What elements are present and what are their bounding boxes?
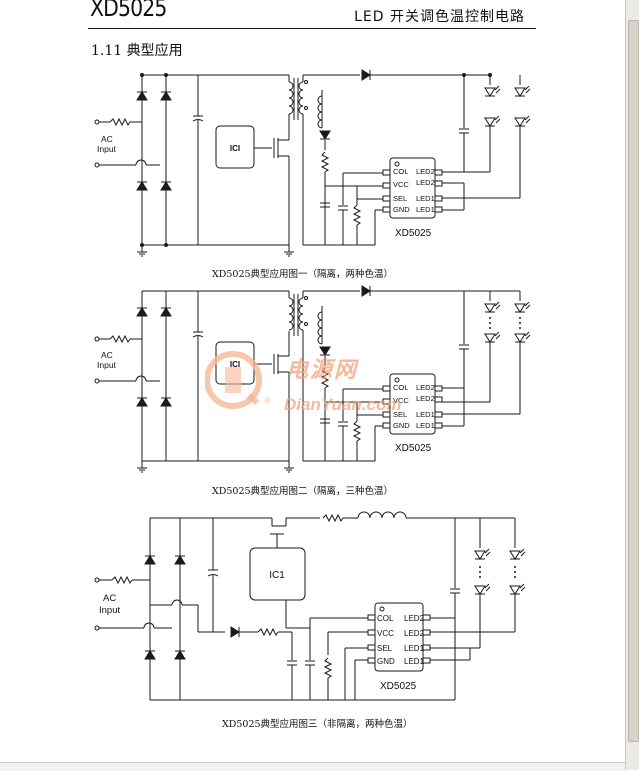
caption-fig3: XD5025典型应用图三（非隔离，两种色温） [222,719,413,730]
d1-pin-gnd: GND [393,205,410,214]
scrollbar-thumb[interactable] [628,20,639,742]
diagram-3: IC1 [94,511,526,701]
d3-pin-led2b: LED2 [404,629,425,638]
d2-input-label: Input [97,360,117,370]
d3-pin-col: COL [377,614,394,623]
bottom-toolbar-strip [0,762,625,771]
d1-input-label: Input [97,144,117,154]
doc-title: LED 开关调色温控制电路 [354,9,525,25]
watermark-brand-cn: 电源网 [286,358,359,383]
vertical-scrollbar[interactable] [625,0,639,770]
document-page: XD5025 LED 开关调色温控制电路 1.11 典型应用 [88,0,536,730]
d1-pin-led1b: LED1 [416,205,435,214]
d3-pin-sel: SEL [377,644,393,653]
circuit-diagrams: ICI [94,69,531,701]
section-title: 1.11 典型应用 [91,43,183,59]
caption-fig2: XD5025典型应用图二（隔离，三种色温） [212,486,394,497]
d1-chip-name: XD5025 [395,228,432,239]
part-number-logo: XD5025 [90,0,167,22]
ic1-label: ICI [230,144,240,153]
d3-pin-led1a: LED1 [404,644,425,653]
diagram-1: ICI [94,69,531,257]
d2-chip-name: XD5025 [395,443,432,454]
d3-chip-name: XD5025 [380,681,417,692]
d3-pin-led1b: LED1 [404,657,425,666]
d1-pin-led2a: LED2 [416,167,435,176]
d1-pin-sel: SEL [393,194,407,203]
ic1-label-3: IC1 [269,570,285,581]
d2-pin-led2a: LED2 [416,383,435,392]
d1-pin-col: COL [393,167,408,176]
d1-pin-vcc: VCC [393,180,409,189]
d3-input-label: Input [99,605,120,616]
d2-ac-label: AC [101,350,113,360]
header-rule [88,28,536,29]
d2-pin-col: COL [393,383,408,392]
d2-pin-led2b: LED2 [416,394,435,403]
d1-ac-label: AC [101,134,113,144]
d3-ac-label: AC [103,593,116,604]
d3-pin-gnd: GND [377,657,395,666]
d3-pin-led2a: LED2 [404,614,425,623]
d2-pin-vcc: VCC [393,396,409,405]
d2-pin-led1b: LED1 [416,421,435,430]
d2-pin-sel: SEL [393,410,407,419]
d2-pin-gnd: GND [393,421,410,430]
ic1-label-2: ICI [230,360,240,369]
d1-pin-led2b: LED2 [416,178,435,187]
d1-pin-led1a: LED1 [416,194,435,203]
d2-pin-led1a: LED1 [416,410,435,419]
watermark-brand-en: DianYuan.com [284,395,402,414]
d3-pin-vcc: VCC [377,629,394,638]
caption-fig1: XD5025典型应用图一（隔离，两种色温） [212,269,394,280]
